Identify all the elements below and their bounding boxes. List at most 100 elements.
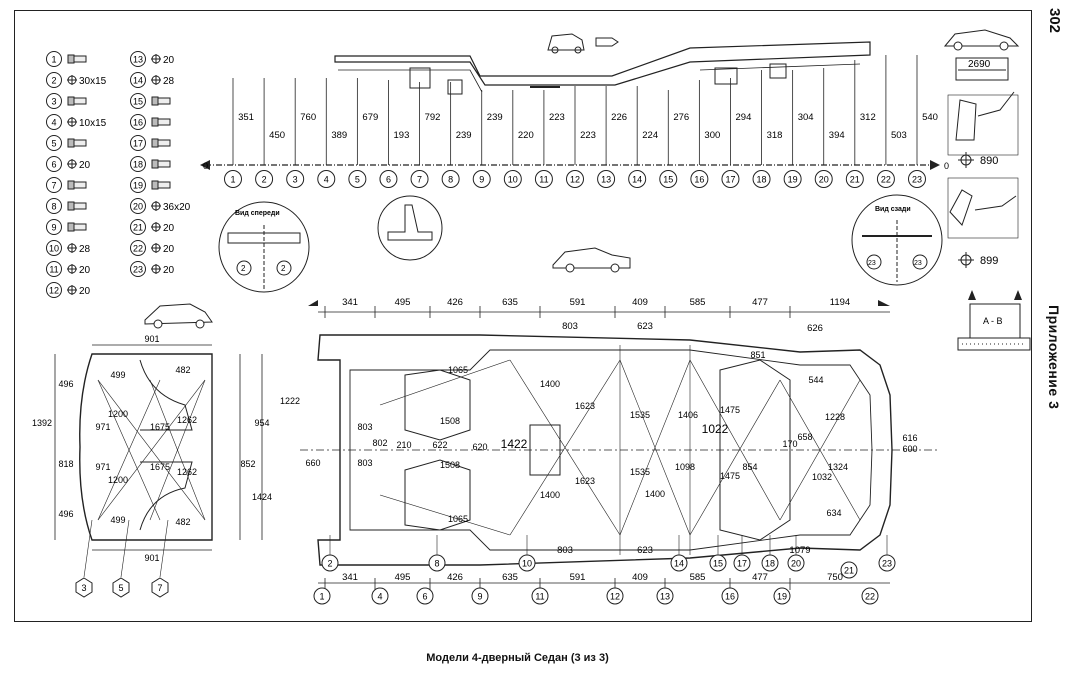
fp-right-total: 1424 — [252, 492, 272, 502]
legend-right-spec-20: 36x20 — [163, 202, 191, 213]
width-dimension-2690: 2690 — [955, 57, 1009, 81]
underbody-dim-616: 616 — [902, 433, 917, 443]
front-view-label: Вид спереди — [235, 210, 280, 217]
underbody-point-17-label: 17 — [737, 559, 747, 569]
legend-left-marker-6: 6 — [46, 156, 62, 172]
fp-left-a: 496 — [58, 379, 73, 389]
side-point-17: 17 — [721, 170, 740, 188]
underbody-dim-803: 803 — [357, 458, 372, 468]
ab-gauge: A - B — [957, 290, 1031, 351]
underbody-point-lower-9: 9 — [471, 587, 489, 605]
side-point-15: 15 — [659, 170, 678, 188]
bottom-dim-477: 477 — [752, 572, 768, 583]
car-front-icon — [547, 33, 585, 54]
underbody-dim-620: 620 — [472, 442, 487, 452]
top-dim-inner-803: 803 — [562, 321, 578, 332]
underbody-point-lower-6: 6 — [416, 587, 434, 605]
bottom-dim-inner-623: 623 — [637, 545, 653, 556]
legend-right-marker-22: 22 — [130, 240, 146, 256]
underbody-point-lower-13-label: 13 — [660, 592, 670, 602]
underbody-dim-1065: 1065 — [448, 514, 468, 524]
underbody-point-lower-16: 16 — [721, 587, 739, 605]
underbody-dim-1228: 1228 — [825, 412, 845, 422]
fixture-detail — [377, 195, 443, 261]
legend-right-marker-15: 15 — [130, 93, 146, 109]
legend-right-marker-18-label: 18 — [133, 160, 143, 170]
legend-right-marker-17-label: 17 — [133, 139, 143, 149]
underbody-point-8-label: 8 — [434, 559, 439, 569]
underbody-dim-544: 544 — [808, 375, 823, 385]
side-point-12: 12 — [566, 170, 584, 188]
seat-fixture-sketch-2 — [947, 177, 1019, 239]
legend-right-marker-23: 23 — [130, 261, 146, 277]
top-dim-inner-626: 626 — [807, 323, 823, 334]
underbody-point-lower-22: 22 — [861, 587, 879, 605]
legend-right-marker-14-label: 14 — [133, 76, 143, 86]
side-point-3: 3 — [286, 170, 305, 188]
underbody-dim-1508: 1508 — [440, 416, 460, 426]
side-height-223: 223 — [580, 130, 596, 141]
rear-view-marker-right: 23 — [914, 260, 922, 267]
legend-right-marker-13-label: 13 — [133, 55, 143, 65]
underbody-point-lower-12-label: 12 — [610, 592, 620, 602]
side-height-389: 389 — [331, 130, 347, 141]
side-point-1-label: 1 — [230, 175, 235, 185]
side-point-8-label: 8 — [448, 175, 453, 185]
bolt-icon — [67, 180, 87, 190]
legend-right-marker-20-label: 20 — [133, 202, 143, 212]
car-rear-quarter-icon — [943, 29, 1020, 51]
side-point-9-label: 9 — [479, 175, 484, 185]
underbody-dim-600: 600 — [902, 444, 917, 454]
hole-diameter-icon — [67, 117, 77, 127]
car-top-icon — [144, 303, 213, 329]
side-point-7: 7 — [410, 170, 429, 188]
fp-point-7: 7 — [151, 577, 169, 598]
legend-left-marker-5: 5 — [46, 135, 62, 151]
bottom-dim-341: 341 — [342, 572, 358, 583]
fp-point-label: 5 — [118, 583, 123, 593]
legend-right-marker-23-label: 23 — [133, 265, 143, 275]
hole-diameter-icon — [67, 75, 77, 85]
legend-left-marker-12: 12 — [46, 282, 62, 298]
legend-left-marker-6-label: 6 — [51, 160, 56, 170]
underbody-point-18: 18 — [761, 554, 779, 572]
bottom-dim-585: 585 — [690, 572, 706, 583]
top-dim-495: 495 — [395, 297, 411, 308]
bolt-icon — [67, 138, 87, 148]
bolt-icon — [151, 159, 171, 169]
underbody-dim-1623: 1623 — [575, 476, 595, 486]
underbody-dim-1508: 1508 — [440, 460, 460, 470]
bolt-icon — [67, 201, 87, 211]
fp-right-a: 954 — [254, 418, 269, 428]
underbody-dim-1324: 1324 — [828, 462, 848, 472]
hole-diameter-icon — [67, 243, 77, 253]
legend-right-marker-18: 18 — [130, 156, 146, 172]
side-point-21-label: 21 — [850, 175, 860, 185]
side-height-193: 193 — [394, 130, 410, 141]
hole-diameter-icon — [151, 243, 161, 253]
side-point-10: 10 — [503, 170, 522, 188]
legend-right-marker-21-label: 21 — [133, 223, 143, 233]
side-point-16: 16 — [690, 170, 709, 188]
legend-left-marker-11: 11 — [46, 261, 62, 277]
hole-diameter-icon — [151, 222, 161, 232]
side-height-226: 226 — [611, 112, 627, 123]
side-point-13-label: 13 — [601, 175, 611, 185]
dim-890: 890 — [980, 155, 998, 167]
rear-view-detail: Вид сзади 23 23 — [851, 194, 943, 286]
underbody-point-10: 10 — [518, 554, 536, 572]
rear-view-label: Вид сзади — [875, 206, 911, 213]
side-point-4: 4 — [317, 170, 336, 188]
fp-inner-971: 971 — [95, 462, 110, 472]
side-height-540: 540 — [922, 112, 938, 123]
underbody-point-lower-13: 13 — [656, 587, 674, 605]
fp-bottom: 901 — [144, 553, 159, 563]
legend-left-marker-11-label: 11 — [49, 265, 58, 275]
car-side-icon — [552, 247, 631, 273]
legend-left-marker-1: 1 — [46, 51, 62, 67]
underbody-dim-1032: 1032 — [812, 472, 832, 482]
side-view: 0 0 135124503760438956796193779282399239… — [200, 33, 949, 188]
underbody-dim-170: 170 — [782, 439, 797, 449]
underbody-point-10-label: 10 — [522, 559, 532, 569]
